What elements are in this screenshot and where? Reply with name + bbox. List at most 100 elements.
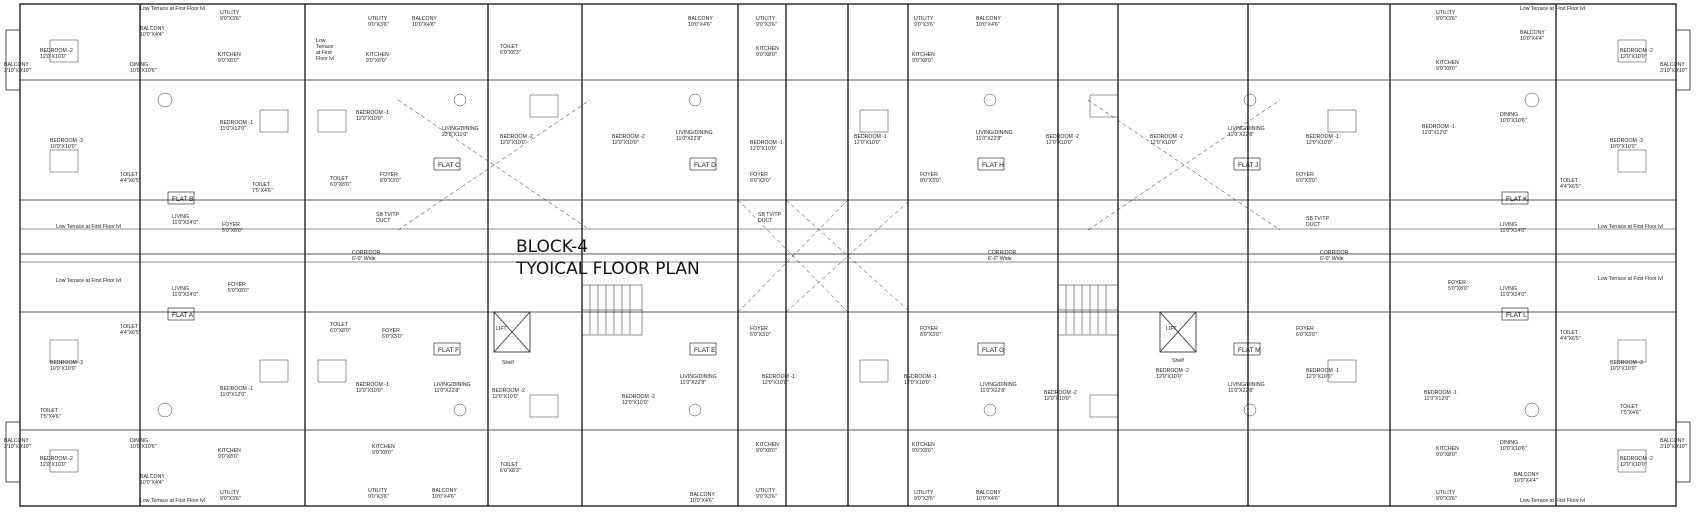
- foyer-label-4: FOYER: [920, 172, 938, 178]
- toilet-label-rb: TOILET: [1560, 330, 1579, 336]
- utility-label-2: UTILITY: [368, 16, 388, 22]
- livdin-label-2: LIVING/DINING: [676, 130, 713, 136]
- terrace-right-label-b: Low Terrace at First Floor lvl: [1598, 276, 1663, 282]
- bedroom2-dim-5: 12'0"X10'0": [1150, 140, 1177, 146]
- terrace-left-label: Low Terrace at First Floor lvl: [56, 224, 121, 230]
- foyer-dim-b6: 5'0"X8'0": [1448, 286, 1469, 292]
- bedroom1-label-b3: BEDROOM -1: [762, 374, 795, 380]
- utility-dim-b2: 9'0"X3'6": [368, 494, 389, 500]
- staircase-left: [581, 284, 643, 336]
- bedroom1-label-r: BEDROOM -1: [1422, 124, 1455, 130]
- kitchen-dim: 9'0"X8'0": [218, 58, 239, 64]
- balcony-dim-b3: 10'0"X4'6": [690, 498, 714, 504]
- bedroom2-dim-b4: 12'0"X10'0": [1044, 396, 1071, 402]
- livdin-label: LIVING/DINING: [442, 126, 479, 132]
- corridor-dim: 6'-0" Wide: [352, 256, 376, 262]
- utility-dim-4: 9'0"X3'6": [914, 22, 935, 28]
- foyer-label-3: FOYER: [750, 172, 768, 178]
- staircase-right: [1057, 284, 1119, 336]
- bedroom1-dim-5: 12'0"X10'0": [1306, 140, 1333, 146]
- bedroom1-label-2: BEDROOM -1: [356, 110, 389, 116]
- utility-dim-b3: 9'0"X3'6": [756, 494, 777, 500]
- bedroom1-label-b2: BEDROOM -1: [356, 382, 389, 388]
- balcony-label-3: BALCONY: [688, 16, 713, 22]
- terrace-label-b: Low Terrace at First Floor lvl: [140, 498, 205, 504]
- duct-label-4: DUCT: [758, 218, 773, 224]
- kitchen-label-2: KITCHEN: [366, 52, 389, 58]
- utility-label-b4: UTILITY: [914, 490, 934, 496]
- bedroom1-dim-r: 11'0"X12'0": [1422, 130, 1448, 136]
- utility-label-3: UTILITY: [756, 16, 776, 22]
- kitchen-label-5: KITCHEN: [1436, 60, 1459, 66]
- bedroom1-dim-4: 12'0"X10'0": [854, 140, 881, 146]
- toilet-label: TOILET: [120, 172, 139, 178]
- plan-title-line1: BLOCK-4: [516, 237, 588, 257]
- living-label-rb: LIVING: [1500, 286, 1517, 292]
- flat-tag-f: FLAT F: [438, 347, 459, 354]
- shelf-label-2: Shelf: [1172, 358, 1184, 364]
- kitchen-dim-5: 9'0"X8'0": [1436, 66, 1457, 72]
- bedroom2-label-b: BEDROOM -2: [40, 456, 73, 462]
- foyer-dim-b5: 6'0"X3'0": [1296, 332, 1317, 338]
- bedroom2-dim-b3: 12'0"X10'0": [622, 400, 649, 406]
- balcony-dim-4: 10'0"X4'6": [976, 22, 1000, 28]
- lift-left: [493, 311, 531, 353]
- bedroom1-label: BEDROOM -1: [220, 120, 253, 126]
- toilet-dim-rb: 4'4"X6'5": [1560, 336, 1581, 342]
- bedroom3-dim-b: 10'0"X10'0": [50, 366, 77, 372]
- living-dim-r: 11'0"X14'0": [1500, 228, 1526, 234]
- side-balcony-dim: 3'10"X8'10": [4, 68, 31, 74]
- bedroom1-label-b: BEDROOM -1: [220, 386, 253, 392]
- kitchen-label-4: KITCHEN: [912, 52, 935, 58]
- terrace-short-2: Terrace: [316, 44, 333, 50]
- toilet-label-2: TOILET: [252, 182, 271, 188]
- utility-dim-5: 9'0"X3'6": [1436, 16, 1457, 22]
- foyer-label: FOYER: [222, 222, 240, 228]
- corridor-dim-2: 6'-0" Wide: [988, 256, 1012, 262]
- foyer-dim-5: 6'0"X3'0": [1296, 178, 1317, 184]
- bedroom1-dim-b5: 12'0"X10'0": [1306, 374, 1333, 380]
- toilet-dim-rb2: 7'5"X4'6": [1620, 410, 1641, 416]
- livdin-label-b: LIVING/DINING: [434, 382, 471, 388]
- flat-tag-b: FLAT B: [172, 196, 193, 203]
- utility-label-5: UTILITY: [1436, 10, 1456, 16]
- bedroom2-dim-2: 12'0"X10'0": [500, 140, 527, 146]
- room-labels-top: Low Terrace at First Floor lvl BALCONY 1…: [4, 6, 1687, 262]
- livdin-dim-3: 11'0"X22'8": [976, 136, 1002, 142]
- side-balcony-dim-b: 3'10"X8'10": [4, 444, 31, 450]
- dining-dim-r: 10'0"X10'6": [1500, 118, 1527, 124]
- utility-dim-rb: 9'0"X3'6": [1436, 496, 1457, 502]
- utility-dim-b4: 9'0"X3'6": [914, 496, 935, 502]
- utility-label-b: UTILITY: [220, 490, 240, 496]
- livdin-label-b3: LIVING/DINING: [980, 382, 1017, 388]
- lift-label-2: LIFT: [1166, 326, 1177, 332]
- kitchen-label-b2: KITCHEN: [372, 444, 395, 450]
- dining-label: DINING: [130, 62, 148, 68]
- kitchen-label-b4: KITCHEN: [912, 442, 935, 448]
- living-dim: 11'0"X14'0": [172, 220, 198, 226]
- terrace-short-1: Low: [316, 38, 326, 44]
- livdin-dim-b4: 11'0"X22'8": [1228, 388, 1254, 394]
- bedroom1-label-b5: BEDROOM -1: [1306, 368, 1339, 374]
- foyer-label-b3: FOYER: [750, 326, 768, 332]
- flat-tag-a: FLAT A: [172, 312, 194, 319]
- balcony-dim-rb: 10'0"X4'4": [1514, 478, 1538, 484]
- bedroom3-label-rb: BEDROOM -3: [1610, 360, 1643, 366]
- bedroom1-dim-b2: 12'0"X10'0": [356, 388, 383, 394]
- bedroom2-dim-rb: 12'0"X10'0": [1620, 462, 1647, 468]
- bedroom1-dim-b3: 12'0"X10'0": [762, 380, 789, 386]
- terrace-short-4: Floor lvl: [316, 56, 334, 62]
- foyer-label-b2: FOYER: [382, 328, 400, 334]
- kitchen-dim-4: 9'0"X8'0": [912, 58, 933, 64]
- living-dim-rb: 11'0"X14'0": [1500, 292, 1526, 298]
- balcony-label-b: BALCONY: [140, 474, 165, 480]
- foyer-label-b5: FOYER: [1296, 326, 1314, 332]
- balcony-dim-b: 10'0"X4'4": [140, 480, 164, 486]
- toilet-label-rb2: TOILET: [1620, 404, 1639, 410]
- dining-label-b: DINING: [130, 438, 148, 444]
- bedroom2-dim-b: 12'0"X10'0": [40, 462, 67, 468]
- flat-tag-m: FLAT M: [1238, 347, 1261, 354]
- bedroom2-label-b2: BEDROOM -2: [492, 388, 525, 394]
- foyer-dim-b4: 8'0"X3'0": [920, 332, 941, 338]
- foyer-label-2: FOYER: [380, 172, 398, 178]
